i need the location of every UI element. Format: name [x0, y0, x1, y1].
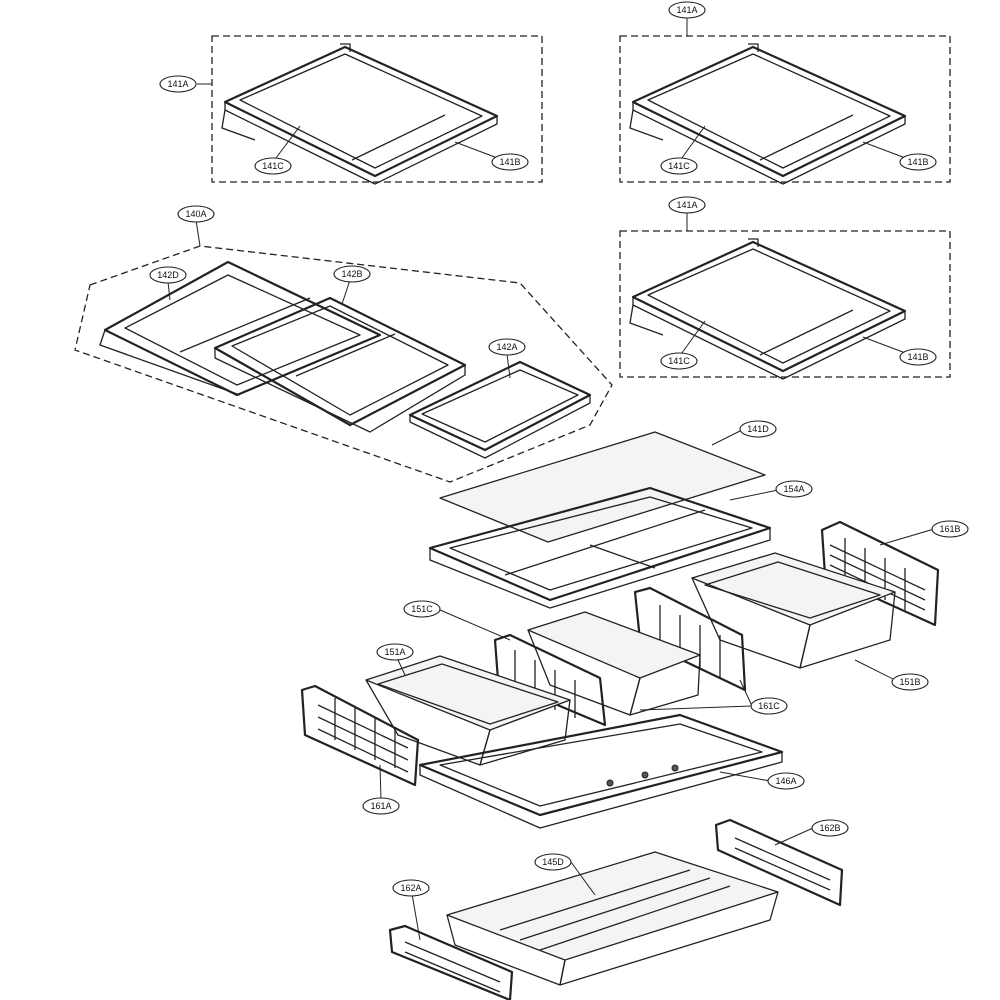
shelf-assembly-141a-top-left [211, 35, 543, 185]
callout-140a: 140A [177, 205, 215, 223]
callout-162b: 162B [811, 819, 849, 837]
callout-141b-2: 141B [899, 153, 937, 171]
label-141b-2: 141B [907, 157, 928, 167]
callout-141c-2: 141C [660, 157, 698, 175]
shelf-frame-154a [428, 486, 772, 609]
label-141c-3: 141C [668, 356, 690, 366]
label-145d: 145D [542, 857, 564, 867]
callout-151a: 151A [376, 643, 414, 661]
shelf-assembly-140a [74, 245, 613, 483]
cover-146a [418, 713, 784, 829]
label-142b: 142B [341, 269, 362, 279]
callout-161c: 161C [750, 697, 788, 715]
label-141b-3: 141B [907, 352, 928, 362]
label-154a: 154A [783, 484, 804, 494]
label-140a: 140A [185, 209, 206, 219]
callout-141b-1: 141B [491, 153, 529, 171]
label-141b-1: 141B [499, 157, 520, 167]
callout-141d: 141D [739, 420, 777, 438]
callout-151b: 151B [891, 673, 929, 691]
crisper-drawer-151a [365, 655, 571, 766]
callout-142a: 142A [488, 338, 526, 356]
callout-161a: 161A [362, 797, 400, 815]
label-151c: 151C [411, 604, 433, 614]
callout-141a-3: 141A [668, 196, 706, 214]
label-141a-1: 141A [167, 79, 188, 89]
callout-141a-1: 141A [159, 75, 197, 93]
label-141a-3: 141A [676, 200, 697, 210]
label-162b: 162B [819, 823, 840, 833]
label-161b: 161B [939, 524, 960, 534]
label-141a-2: 141A [676, 5, 697, 15]
label-162a: 162A [400, 883, 421, 893]
label-142a: 142A [496, 342, 517, 352]
callout-141c-1: 141C [254, 157, 292, 175]
callout-161b: 161B [931, 520, 969, 538]
label-141c-1: 141C [262, 161, 284, 171]
rail-162a [388, 924, 514, 1000]
callout-142b: 142B [333, 265, 371, 283]
callout-162a: 162A [392, 879, 430, 897]
crisper-drawer-151c [527, 611, 701, 716]
callout-141c-3: 141C [660, 352, 698, 370]
label-151a: 151A [384, 647, 405, 657]
callout-141b-3: 141B [899, 348, 937, 366]
label-151b: 151B [899, 677, 920, 687]
callout-141a-2: 141A [668, 1, 706, 19]
label-146a: 146A [775, 776, 796, 786]
callout-146a: 146A [767, 772, 805, 790]
divider-161a [300, 684, 420, 787]
callout-145d: 145D [534, 853, 572, 871]
divider-161b [820, 520, 940, 627]
glass-sheet-141d [439, 431, 766, 543]
label-161a: 161A [370, 801, 391, 811]
shelf-assembly-141a-top-right [619, 35, 951, 185]
crisper-drawer-151b [691, 552, 896, 669]
callout-142d: 142D [149, 266, 187, 284]
callout-154a: 154A [775, 480, 813, 498]
label-141c-2: 141C [668, 161, 690, 171]
shelf-assembly-141a-middle-right [619, 230, 951, 380]
rail-162b [714, 818, 844, 907]
callout-151c: 151C [403, 600, 441, 618]
label-141d: 141D [747, 424, 769, 434]
label-161c: 161C [758, 701, 780, 711]
drawer-145d [446, 851, 779, 986]
label-142d: 142D [157, 270, 179, 280]
